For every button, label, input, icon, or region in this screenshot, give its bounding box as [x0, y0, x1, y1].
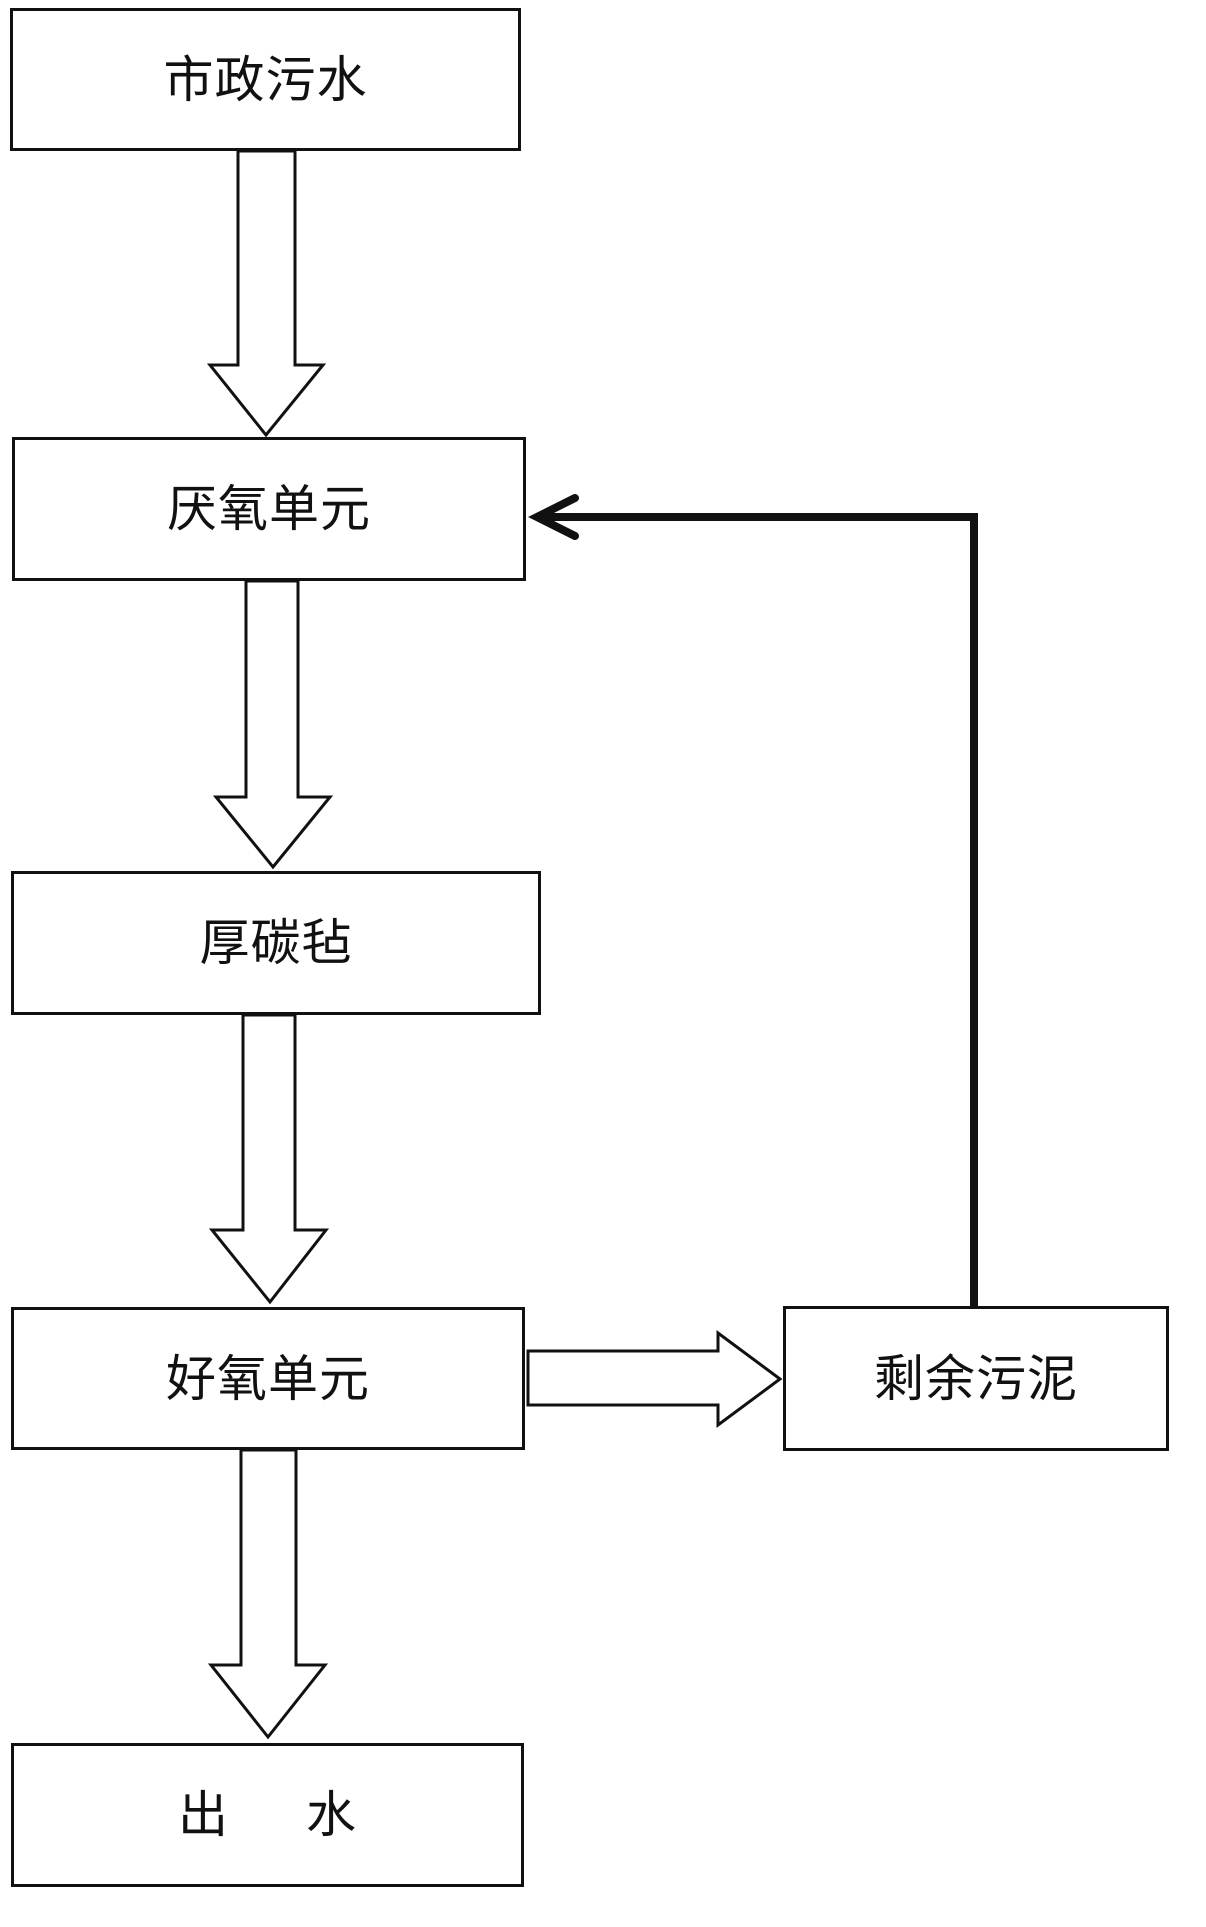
- arrow-sludge-to-anaerobic: [545, 513, 978, 1306]
- arrow-wastewater-to-anaerobic: [206, 149, 327, 438]
- arrow-aerobic-to-sludge: [526, 1330, 783, 1428]
- arrow-aerobic-to-effluent: [207, 1448, 329, 1740]
- node-label: 厚碳毡: [199, 914, 353, 972]
- node-thick-carbon-felt: 厚碳毡: [11, 871, 541, 1015]
- node-label: 剩余污泥: [874, 1349, 1078, 1408]
- node-label: 市政污水: [163, 50, 368, 109]
- node-effluent: 出 水: [11, 1743, 524, 1887]
- node-municipal-wastewater: 市政污水: [10, 8, 521, 151]
- arrow-anaerobic-to-felt: [212, 579, 334, 870]
- node-label: 好氧单元: [166, 1349, 370, 1408]
- node-label: 出 水: [178, 1786, 357, 1844]
- node-anaerobic-unit: 厌氧单元: [12, 437, 526, 581]
- arrowhead-sludge-to-anaerobic: [528, 494, 579, 540]
- arrow-felt-to-aerobic: [208, 1013, 330, 1305]
- node-label: 厌氧单元: [167, 480, 371, 538]
- node-aerobic-unit: 好氧单元: [11, 1307, 525, 1450]
- node-excess-sludge: 剩余污泥: [783, 1306, 1169, 1451]
